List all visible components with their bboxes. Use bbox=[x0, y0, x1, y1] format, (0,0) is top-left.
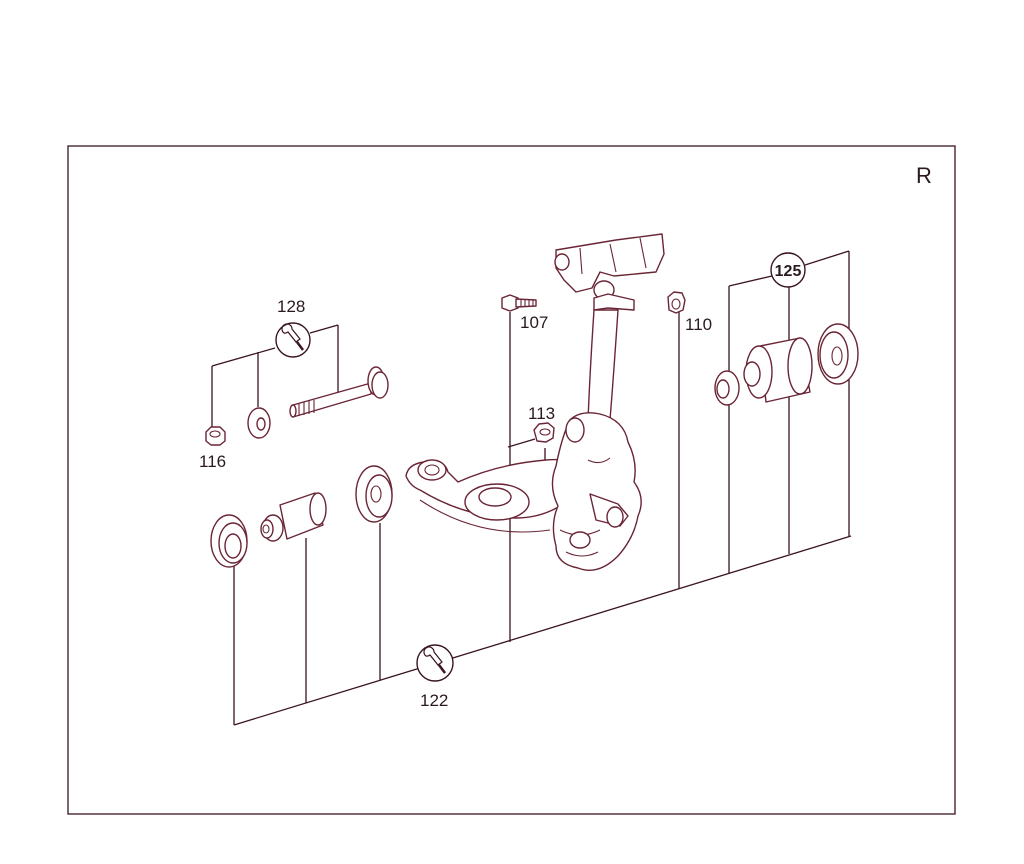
callout-128[interactable]: 128 bbox=[277, 297, 305, 316]
washer-icon[interactable] bbox=[247, 407, 271, 439]
bushing-sleeve-icon[interactable] bbox=[260, 492, 327, 542]
bushing-small-icon[interactable] bbox=[714, 370, 740, 406]
callout-125[interactable]: 125 bbox=[770, 252, 806, 288]
bushing-flange-icon[interactable] bbox=[817, 323, 859, 385]
wrench-icon bbox=[275, 322, 311, 358]
bushing-large-icon[interactable] bbox=[743, 337, 813, 403]
callout-125-label: 125 bbox=[775, 263, 802, 280]
bushing-left-icon[interactable] bbox=[210, 514, 248, 568]
callout-122[interactable]: 122 bbox=[420, 691, 448, 710]
bushing-ring-icon[interactable] bbox=[355, 465, 393, 523]
steering-knuckle-icon[interactable] bbox=[551, 233, 665, 571]
callout-113[interactable]: 113 bbox=[528, 404, 555, 423]
diagram-frame bbox=[67, 145, 956, 815]
nut-110-icon[interactable] bbox=[667, 291, 686, 314]
callout-110[interactable]: 110 bbox=[685, 315, 712, 334]
control-arm-icon[interactable] bbox=[405, 458, 583, 533]
nut-113-icon[interactable] bbox=[533, 422, 555, 443]
long-bolt-icon[interactable] bbox=[289, 366, 389, 418]
wrench-icon bbox=[416, 644, 454, 682]
callout-107[interactable]: 107 bbox=[520, 313, 548, 332]
callout-116[interactable]: 116 bbox=[199, 452, 226, 471]
corner-label: R bbox=[916, 163, 932, 188]
nut-116-icon[interactable] bbox=[205, 426, 226, 446]
bolt-107-icon[interactable] bbox=[501, 294, 537, 312]
